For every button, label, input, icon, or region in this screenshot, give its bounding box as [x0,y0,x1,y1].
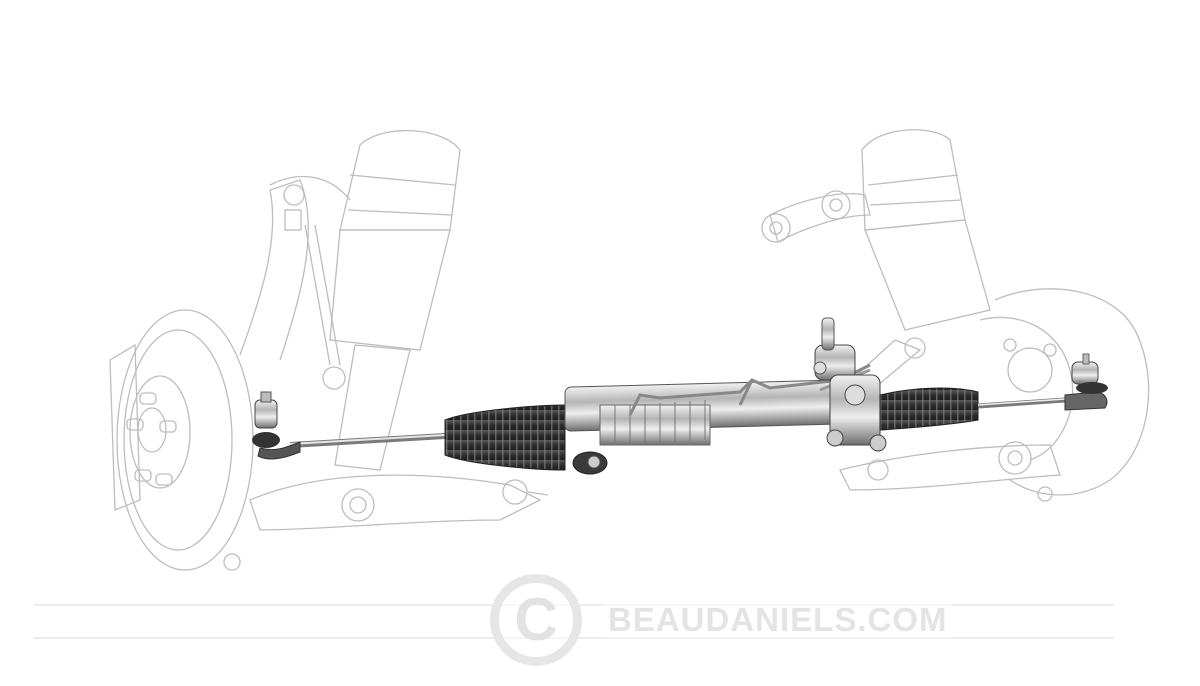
hydraulic-lines [628,363,871,416]
steering-rack [252,317,1108,475]
right-tie-rod-end [1064,353,1108,411]
right-suspension-outline [761,129,1150,502]
right-strut-top [861,129,966,231]
left-strut-top [339,129,461,231]
right-bellows-boot [879,387,979,431]
right-tie-rod [977,397,1066,409]
left-tie-rod-end [252,391,301,460]
left-bellows-boot [444,404,566,471]
pinion-valve-body [813,317,887,452]
left-suspension-outline [109,129,549,571]
pinion-shaft [821,317,835,351]
